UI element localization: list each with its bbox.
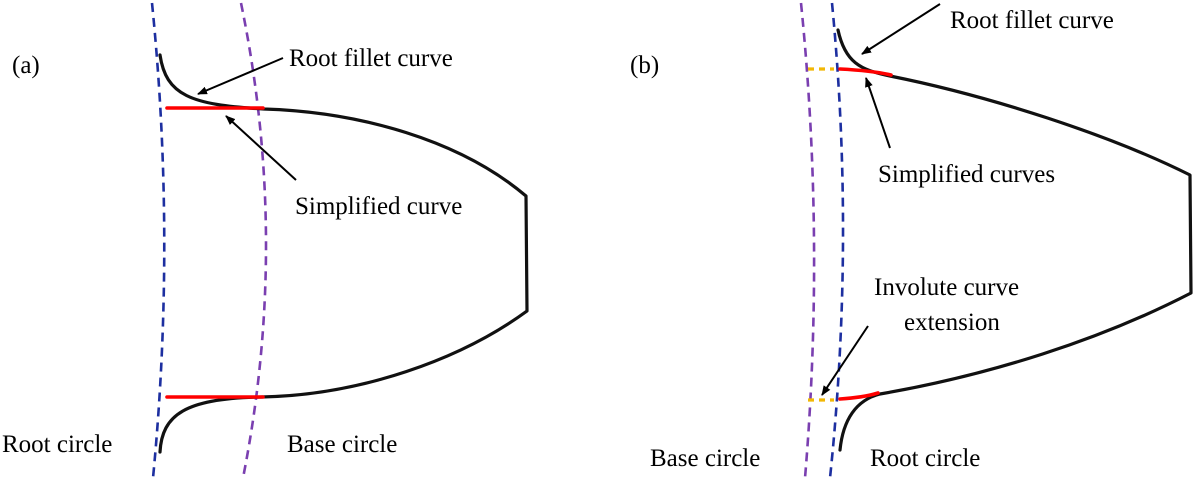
panel-b-simplified-curve-top: [838, 67, 893, 77]
panel-a-root-circle: [150, 2, 166, 479]
panel-b-root-circle-label: Root circle: [870, 445, 980, 472]
panel-a-label: (a): [12, 52, 40, 79]
panel-a: (a) Root fillet curve Simplified curve R…: [2, 2, 529, 479]
panel-b-involute-label-line1: Involute curve: [874, 274, 1019, 301]
panel-b-base-circle-label: Base circle: [650, 445, 760, 472]
panel-b-simplified-curve-bottom: [838, 391, 880, 401]
panel-a-base-circle-label: Base circle: [287, 431, 397, 458]
panel-b: (b) Root fillet curve Simplified curves …: [630, 2, 1193, 479]
panel-b-simplified-label: Simplified curves: [878, 161, 1055, 188]
panel-a-root-circle-label: Root circle: [2, 431, 112, 458]
panel-a-base-circle: [239, 2, 268, 479]
panel-b-base-circle: [799, 2, 816, 479]
panel-a-tooth-profile: [158, 53, 529, 454]
panel-a-root-fillet-arrow: [197, 57, 284, 95]
panel-b-root-fillet-arrow: [861, 3, 941, 55]
panel-b-root-circle: [828, 2, 845, 479]
panel-b-tooth-profile: [836, 28, 1193, 452]
panel-b-root-fillet-label: Root fillet curve: [950, 7, 1114, 34]
panel-b-involute-arrow: [821, 325, 869, 396]
panel-a-root-fillet-label: Root fillet curve: [289, 45, 453, 72]
panel-a-simplified-label: Simplified curve: [295, 193, 462, 220]
panel-b-involute-label-line2: extension: [904, 309, 1000, 336]
panel-b-label: (b): [630, 52, 659, 79]
panel-b-simplified-arrow: [865, 77, 891, 149]
panel-a-simplified-arrow: [225, 115, 297, 181]
